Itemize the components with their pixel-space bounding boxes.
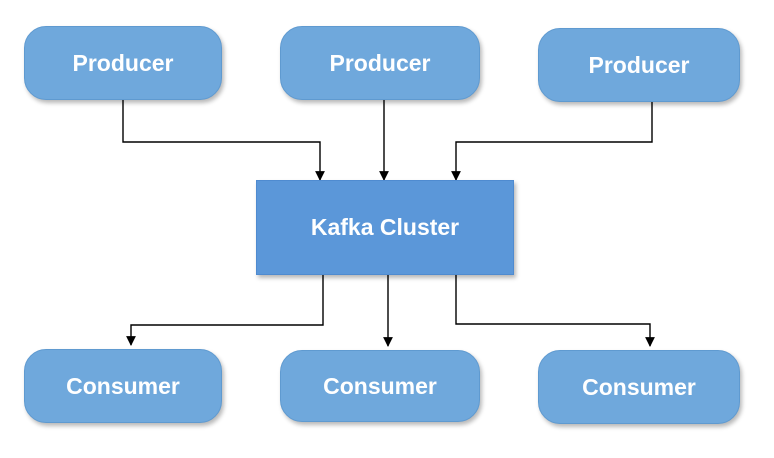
producer-label: Producer	[329, 49, 431, 76]
producer-label: Producer	[588, 51, 690, 78]
edge-producer-1-to-cluster	[122, 100, 325, 181]
edge-cluster-to-consumer-3	[455, 275, 655, 347]
consumer-node-2: Consumer	[280, 350, 480, 422]
producer-label: Producer	[72, 49, 174, 76]
consumer-label: Consumer	[323, 372, 437, 399]
producer-node-1: Producer	[24, 26, 222, 100]
edge-producer-3-to-cluster	[451, 102, 653, 181]
producer-node-2: Producer	[280, 26, 480, 100]
consumer-label: Consumer	[66, 372, 180, 399]
consumer-label: Consumer	[582, 373, 696, 400]
kafka-cluster-label: Kafka Cluster	[310, 214, 460, 240]
consumer-node-3: Consumer	[538, 350, 740, 424]
producer-node-3: Producer	[538, 28, 740, 102]
edge-cluster-to-consumer-1	[126, 275, 324, 346]
kafka-cluster-node: Kafka Cluster	[256, 180, 514, 275]
consumer-node-1: Consumer	[24, 349, 222, 423]
